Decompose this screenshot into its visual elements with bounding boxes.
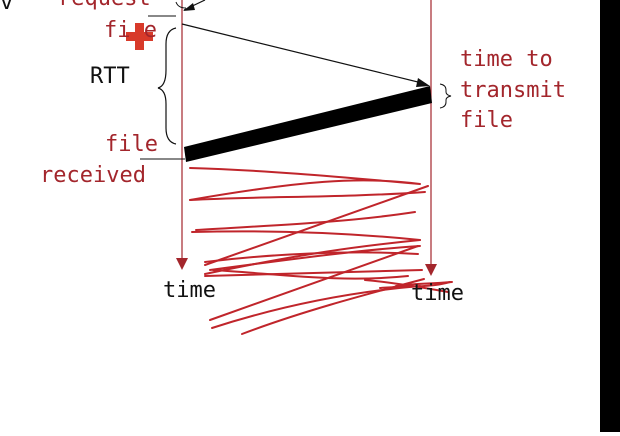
rtt-label: RTT: [90, 64, 130, 89]
time-to-label: time to: [460, 47, 553, 72]
rtt-brace: [157, 27, 177, 145]
scribble-stroke: [204, 185, 429, 266]
scribble-stroke: [189, 191, 426, 201]
scribble-stroke: [189, 167, 421, 201]
transmit-brace: [439, 83, 452, 109]
right-edge-bar: [600, 0, 620, 432]
scribble-stroke: [204, 269, 423, 277]
left-edge-char: v: [0, 0, 14, 15]
scribble-stroke: [212, 269, 409, 280]
request-brace: [175, 1, 187, 9]
scribble-stroke: [195, 211, 416, 231]
request-arrowhead: [183, 3, 195, 11]
client-time-label: time: [163, 278, 216, 303]
file-transmit-bar: [184, 86, 432, 162]
file-partial-label: fi e: [104, 18, 157, 43]
file-transmit-label: file: [460, 108, 513, 133]
scribble-strokes: [189, 167, 453, 335]
transmit-label: transmit: [460, 78, 566, 103]
server-time-label: time: [411, 281, 464, 306]
file-request-arrow: [181, 23, 427, 85]
scribble-stroke: [209, 245, 419, 321]
file-received-label-2: received: [40, 163, 146, 188]
server-timeline-arrowhead: [425, 264, 437, 276]
plus-cursor-icon: [126, 23, 153, 50]
file-request-arrowhead: [416, 78, 430, 87]
request-label: request: [58, 0, 151, 14]
scribble-stroke: [204, 251, 419, 263]
scribble-stroke: [211, 285, 421, 329]
scribble-stroke: [364, 279, 449, 293]
scribble-stroke: [209, 245, 421, 271]
file-received-label-1: file: [105, 132, 158, 157]
scribble-stroke: [191, 230, 421, 241]
client-timeline-arrowhead: [176, 258, 188, 270]
